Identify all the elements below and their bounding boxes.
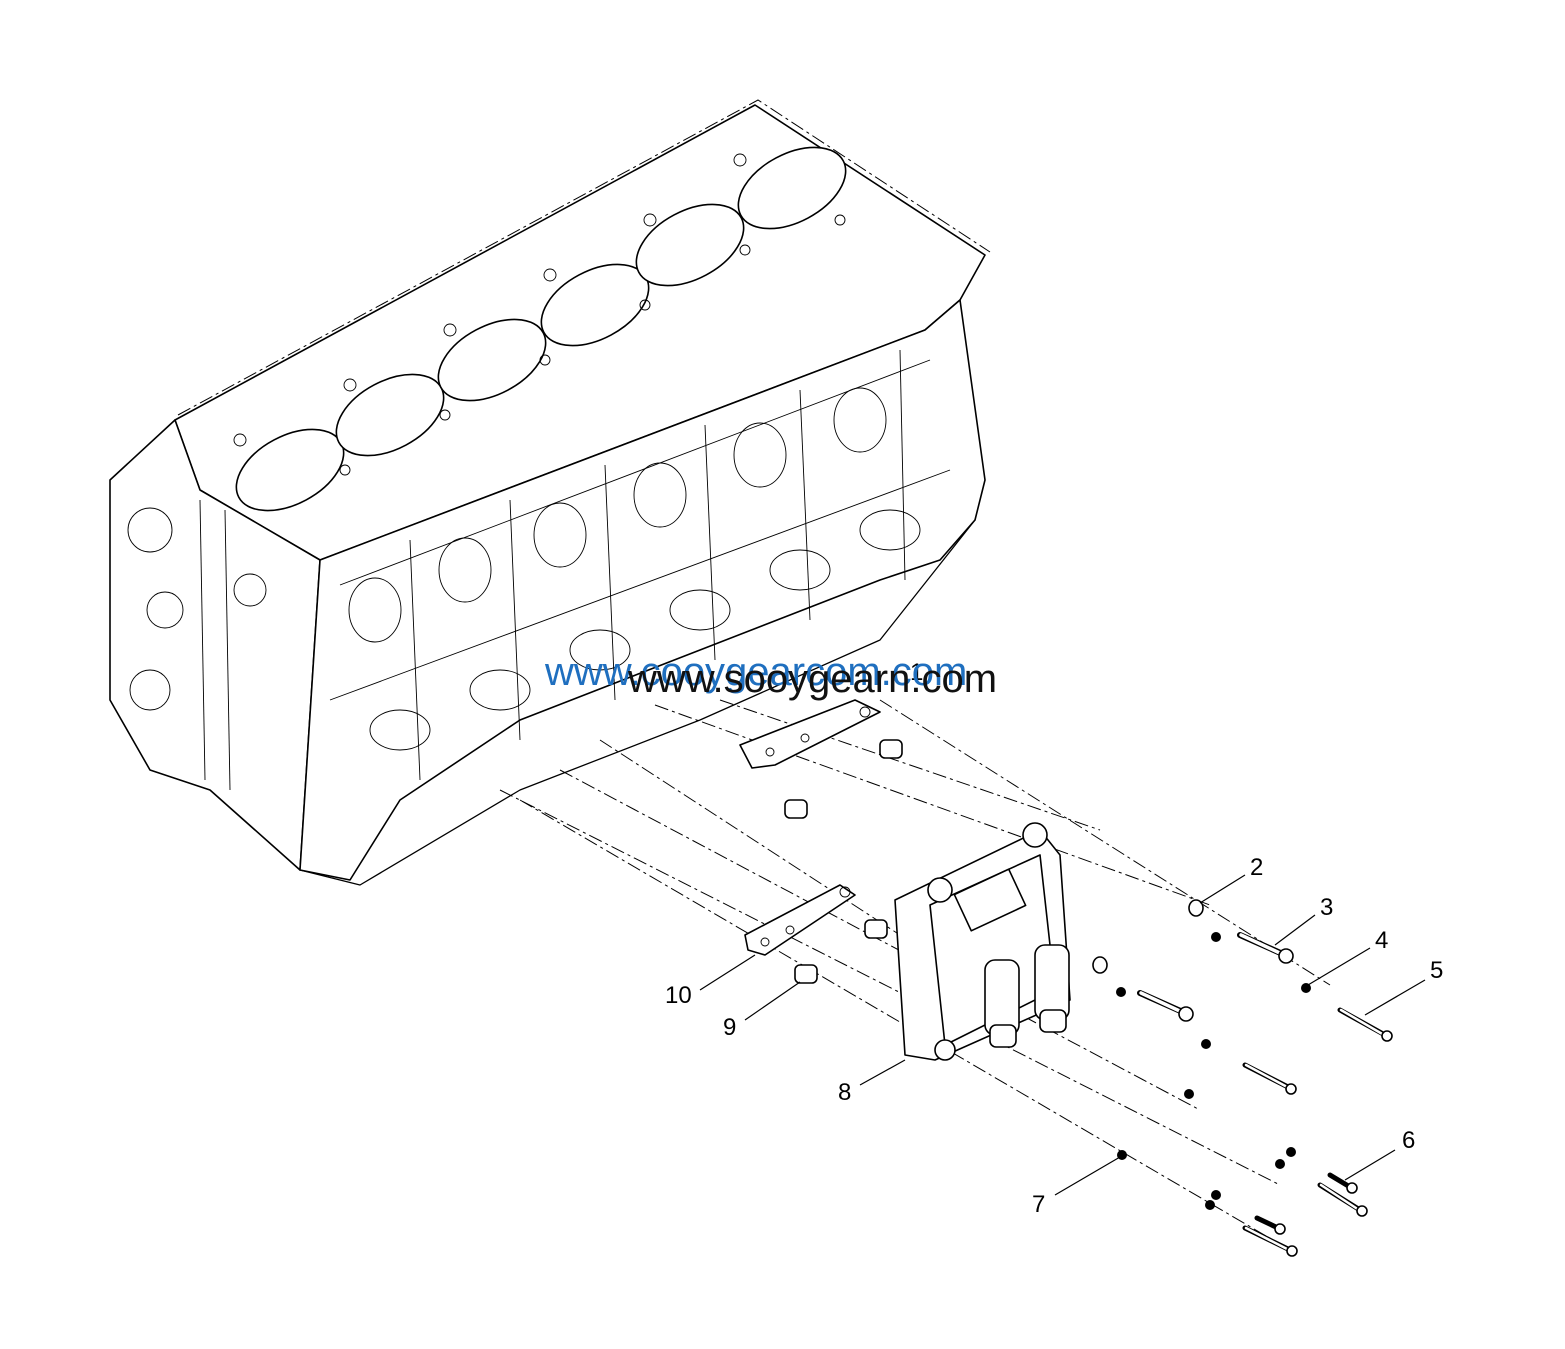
callout-labels: 1 2 3 4 5 6 7 8 9 10 <box>665 659 1443 1218</box>
watermark-blue: www.cooygearcom.com <box>544 650 967 694</box>
leader-lines <box>699 874 1426 1196</box>
upper-bracket <box>739 699 903 819</box>
callout-5: 5 <box>1430 957 1443 984</box>
callout-2: 2 <box>1250 854 1263 881</box>
engine-block <box>109 99 991 886</box>
callout-6: 6 <box>1402 1127 1415 1154</box>
callout-10: 10 <box>665 982 692 1009</box>
fasteners <box>1092 899 1393 1257</box>
callout-9: 9 <box>723 1014 736 1041</box>
control-unit <box>894 822 1071 1061</box>
callout-8: 8 <box>838 1079 851 1106</box>
watermark-dark: www.sooygearn.com <box>627 657 997 701</box>
callout-1: 1 <box>910 659 923 686</box>
watermarks: www.cooygearcom.com www.sooygearn.com <box>544 650 997 701</box>
callout-4: 4 <box>1375 927 1388 954</box>
callout-3: 3 <box>1320 894 1333 921</box>
lower-bracket <box>744 884 888 984</box>
callout-7: 7 <box>1032 1191 1045 1218</box>
